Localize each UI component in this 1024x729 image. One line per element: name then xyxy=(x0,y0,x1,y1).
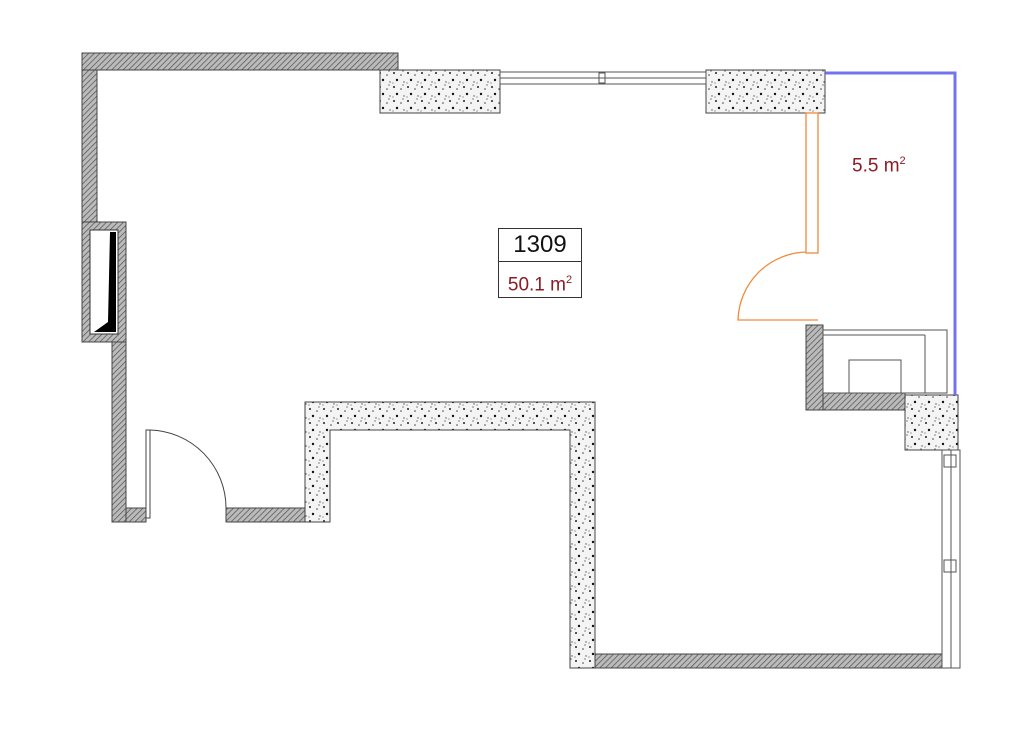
walls xyxy=(81,52,943,669)
shaft xyxy=(89,229,119,335)
main-area-value: 50.1 m xyxy=(507,274,566,296)
balcony-area-value: 5.5 m xyxy=(852,155,900,177)
entrance-door xyxy=(145,429,227,519)
balcony-area-label: 5.5 m2 xyxy=(852,155,906,177)
room-number-label: 1309 xyxy=(498,228,582,262)
window-right xyxy=(941,449,961,669)
bathroom-fixtures xyxy=(822,329,948,394)
balcony-glazing xyxy=(825,71,957,395)
main-area-label: 50.1 m2 xyxy=(498,262,582,298)
balcony-area-unit-sup: 2 xyxy=(899,155,906,167)
main-area-unit-sup: 2 xyxy=(565,274,573,286)
window-top xyxy=(499,71,707,85)
balcony-door xyxy=(737,112,819,321)
concrete-columns xyxy=(304,69,959,669)
